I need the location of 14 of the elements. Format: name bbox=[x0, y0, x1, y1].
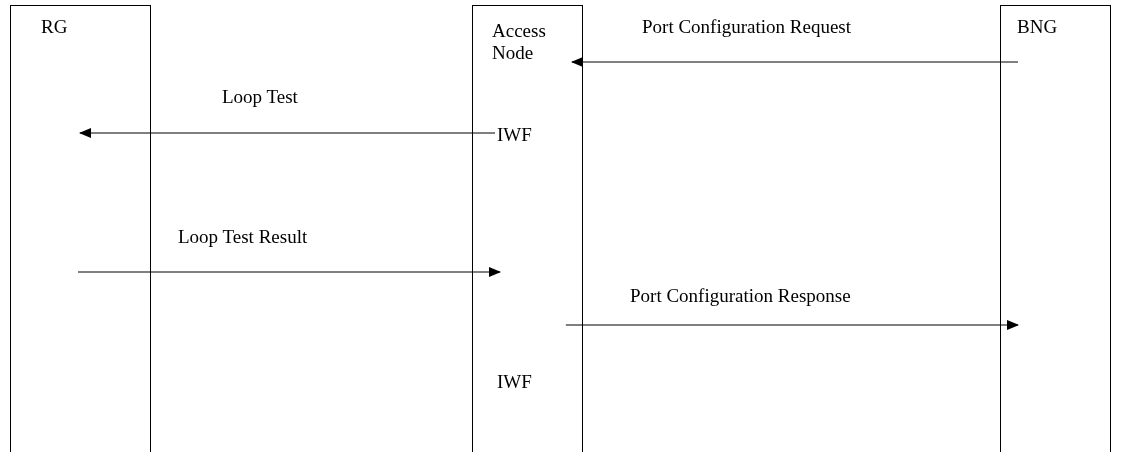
lifeline-box bbox=[472, 5, 583, 452]
function-label: IWF bbox=[497, 371, 532, 393]
participant-name: RG bbox=[41, 16, 68, 38]
message-label: Port Configuration Request bbox=[640, 16, 853, 38]
message-label: Port Configuration Response bbox=[628, 285, 853, 307]
lifeline-box bbox=[1000, 5, 1111, 452]
function-label: IWF bbox=[497, 124, 532, 146]
message-arrow bbox=[565, 320, 1019, 330]
message-arrow bbox=[77, 267, 501, 277]
lifeline-box bbox=[10, 5, 151, 452]
message-arrow bbox=[571, 57, 1019, 67]
participant-name: BNG bbox=[1017, 16, 1058, 38]
message-arrow bbox=[79, 128, 496, 138]
participant-name: Access Node bbox=[492, 20, 547, 64]
